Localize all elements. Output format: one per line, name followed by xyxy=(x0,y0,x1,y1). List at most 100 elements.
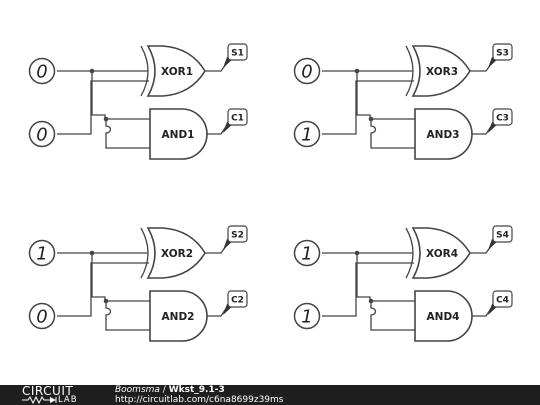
input-a-toggle-circle xyxy=(293,239,321,267)
input-b-toggle[interactable]: 0 xyxy=(28,302,56,330)
carry-probe[interactable]: C1 xyxy=(223,108,248,133)
circuit-url[interactable]: http://circuitlab.com/c6na8699z39ms xyxy=(115,395,284,405)
wire xyxy=(91,253,150,302)
junction-node xyxy=(103,298,109,304)
logo-wordmark-top: CIRCUIT xyxy=(22,384,74,398)
xor-gate[interactable] xyxy=(146,227,206,279)
input-b-toggle-value: 0 xyxy=(36,307,47,328)
input-a-toggle-value: 0 xyxy=(36,62,47,83)
input-b-toggle-circle xyxy=(28,302,56,330)
wire xyxy=(356,253,415,302)
input-a-toggle[interactable]: 0 xyxy=(293,57,321,85)
input-b-toggle-value: 1 xyxy=(301,125,312,146)
circuit-title: Boomsma / Wkst_9.1-3 xyxy=(115,385,225,395)
sum-probe-label: S1 xyxy=(231,49,244,59)
xor-gate-extra-arc[interactable] xyxy=(405,227,414,279)
resistor-wave-icon xyxy=(22,396,57,404)
and-gate[interactable] xyxy=(149,108,208,160)
sum-probe-box xyxy=(227,43,248,61)
schematic-diagram: XOR1AND100S1C1XOR3AND301S3C3XOR2AND210S2… xyxy=(28,43,513,342)
sum-probe-label: S2 xyxy=(231,231,244,241)
input-b-toggle-circle xyxy=(293,302,321,330)
sum-probe[interactable]: S4 xyxy=(488,225,513,250)
input-a-toggle[interactable]: 1 xyxy=(28,239,56,267)
and-gate-label: AND4 xyxy=(427,311,460,323)
input-a-toggle[interactable]: 1 xyxy=(293,239,321,267)
carry-probe[interactable]: C2 xyxy=(223,290,248,315)
input-b-toggle-value: 1 xyxy=(301,307,312,328)
wire xyxy=(105,301,150,331)
xor-gate-extra-arc[interactable] xyxy=(140,227,149,279)
input-a-toggle-value: 1 xyxy=(36,244,47,265)
carry-probe-label: C2 xyxy=(231,296,244,306)
title-separator: / xyxy=(159,385,169,395)
and-gate-label: AND2 xyxy=(162,311,195,323)
input-a-toggle-circle xyxy=(28,239,56,267)
logo-wordmark-bottom: LAB xyxy=(58,395,78,405)
wire xyxy=(91,71,150,120)
sum-probe[interactable]: S3 xyxy=(488,43,513,68)
input-a-toggle-value: 1 xyxy=(301,244,312,265)
sum-probe-box xyxy=(227,225,248,243)
sum-probe[interactable]: S2 xyxy=(223,225,248,250)
xor-gate-extra-arc[interactable] xyxy=(140,45,149,97)
xor-gate-label: XOR3 xyxy=(426,66,458,78)
sum-probe-label: S3 xyxy=(496,49,509,59)
sum-probe-label: S4 xyxy=(496,231,509,241)
sum-probe[interactable]: S1 xyxy=(223,43,248,68)
wire xyxy=(370,301,415,331)
carry-probe-label: C4 xyxy=(496,296,509,306)
wire xyxy=(370,119,415,149)
wire xyxy=(322,80,414,135)
input-b-toggle[interactable]: 1 xyxy=(293,302,321,330)
carry-probe[interactable]: C4 xyxy=(488,290,513,315)
wire xyxy=(105,119,150,149)
wire xyxy=(57,80,149,135)
input-b-toggle-circle xyxy=(293,120,321,148)
wire xyxy=(57,262,149,317)
sum-probe-box xyxy=(492,225,513,243)
junction-node xyxy=(103,116,109,122)
wire xyxy=(322,262,414,317)
junction-node xyxy=(89,250,95,256)
junction-node xyxy=(368,298,374,304)
junction-node xyxy=(354,68,360,74)
input-a-toggle-circle xyxy=(28,57,56,85)
wire xyxy=(356,71,415,120)
circuitlab-logo[interactable]: CIRCUIT LAB xyxy=(22,385,94,405)
xor-gate-label: XOR2 xyxy=(161,248,193,260)
input-a-toggle[interactable]: 0 xyxy=(28,57,56,85)
carry-probe-box xyxy=(492,108,513,126)
junction-node xyxy=(354,250,360,256)
input-b-toggle-value: 0 xyxy=(36,125,47,146)
author-link[interactable]: Boomsma xyxy=(115,385,160,395)
input-a-toggle-circle xyxy=(293,57,321,85)
and-gate-label: AND1 xyxy=(162,129,195,141)
input-a-toggle-value: 0 xyxy=(301,62,312,83)
and-gate[interactable] xyxy=(149,290,208,342)
carry-probe-box xyxy=(227,290,248,308)
xor-gate[interactable] xyxy=(411,227,471,279)
carry-probe-label: C1 xyxy=(231,114,244,124)
and-gate[interactable] xyxy=(414,290,473,342)
sum-probe-box xyxy=(492,43,513,61)
xor-gate-label: XOR4 xyxy=(426,248,458,260)
circuit-name: Wkst_9.1-3 xyxy=(168,385,225,395)
junction-node xyxy=(89,68,95,74)
xor-gate-label: XOR1 xyxy=(161,66,193,78)
xor-gate[interactable] xyxy=(146,45,206,97)
and-gate[interactable] xyxy=(414,108,473,160)
carry-probe-box xyxy=(492,290,513,308)
input-b-toggle-circle xyxy=(28,120,56,148)
carry-probe[interactable]: C3 xyxy=(488,108,513,133)
input-b-toggle[interactable]: 1 xyxy=(293,120,321,148)
xor-gate-extra-arc[interactable] xyxy=(405,45,414,97)
xor-gate[interactable] xyxy=(411,45,471,97)
input-b-toggle[interactable]: 0 xyxy=(28,120,56,148)
carry-probe-box xyxy=(227,108,248,126)
